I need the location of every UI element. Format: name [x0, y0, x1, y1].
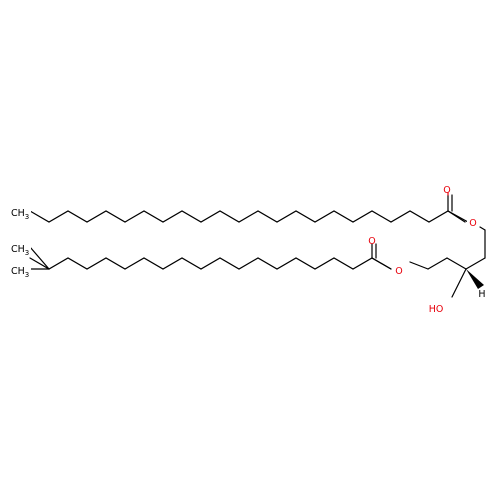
methyl-branch-lower-label: CH3 — [11, 266, 29, 279]
top-ester-bond-a — [447, 210, 469, 223]
glycerol-backbone — [409, 229, 486, 298]
top-ester-bond-b — [479, 226, 486, 231]
bottom-ester-link — [371, 257, 392, 270]
glycerol-bond-4 — [427, 257, 448, 270]
terminal-methyl-top-ch: CH — [11, 208, 25, 219]
top-acyl-chain — [29, 192, 486, 231]
glycerol-bond-2 — [465, 257, 486, 270]
methyl-branch-upper-ch: CH — [11, 244, 25, 255]
bottom-acyl-chain — [29, 243, 392, 270]
ester-oxygen-bottom-label: O — [395, 266, 402, 277]
glycerol-bond-3 — [446, 257, 467, 270]
terminal-methyl-top-subscript: 3 — [25, 213, 29, 221]
top-chain-backbone — [29, 210, 466, 223]
ester-oxygen-top-label: O — [469, 218, 476, 229]
glycerol-ester-bond-bottom — [409, 261, 429, 270]
hydroxyl-label: HO — [429, 304, 444, 315]
hydroxyl-bond — [451, 268, 467, 298]
stereo-hydrogen-label: H — [478, 289, 485, 300]
stereo-wedge — [466, 269, 484, 289]
bottom-chain-backbone — [29, 257, 392, 270]
bottom-branch-upper — [29, 246, 50, 270]
methyl-branch-upper-subscript: 3 — [25, 249, 29, 257]
methyl-branch-lower-subscript: 3 — [25, 271, 29, 279]
methyl-branch-lower-ch: CH — [11, 266, 25, 277]
atom-labels: O O O O HO H CH3 CH3 CH3 — [10, 185, 486, 315]
methyl-branch-upper-label: CH3 — [11, 244, 29, 257]
terminal-methyl-top-label: CH3 — [11, 208, 29, 221]
carbonyl-oxygen-bottom-label: O — [368, 236, 375, 247]
carbonyl-oxygen-top-label: O — [443, 185, 450, 196]
